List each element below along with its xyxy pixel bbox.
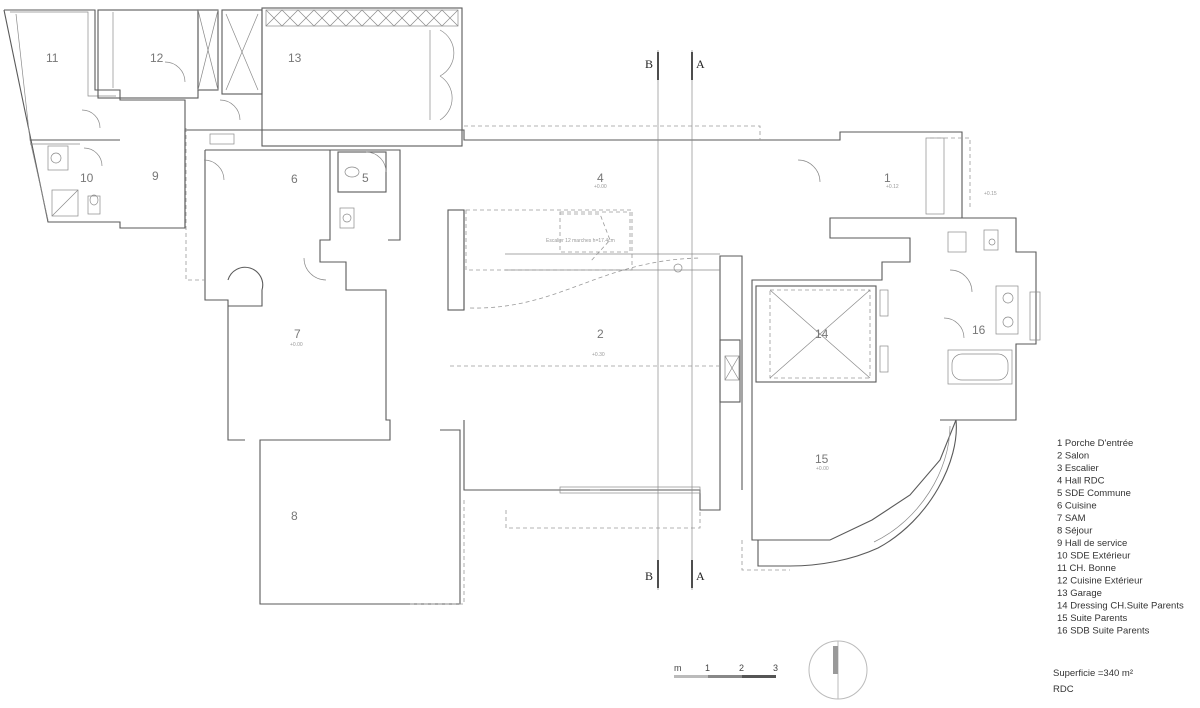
legend-item: 14 Dressing CH.Suite Parents: [1057, 601, 1184, 612]
legend-item: 7 SAM: [1057, 513, 1086, 524]
room-number: 6: [291, 172, 298, 186]
stair-label: Escalier 12 marches h=17.4cm: [546, 238, 615, 244]
legend-item: 2 Salon: [1057, 451, 1089, 462]
legend-item: 5 SDE Commune: [1057, 488, 1131, 499]
dashed-outlines: [185, 125, 971, 605]
stair: [465, 209, 720, 309]
legend-item: 10 SDE Extérieur: [1057, 551, 1130, 562]
section-lines: [657, 50, 693, 590]
room-number: 14: [815, 327, 829, 341]
section-mark-a-bottom: A: [696, 569, 705, 583]
room-number: 10: [80, 171, 94, 185]
scale-tick-3: 3: [773, 663, 778, 673]
scale-bar: [674, 675, 776, 678]
room-number: 5: [362, 171, 369, 185]
legend-item: 13 Garage: [1057, 588, 1102, 599]
room-number: 4: [597, 171, 604, 185]
room-number: 13: [288, 51, 302, 65]
legend-item: 16 SDB Suite Parents: [1057, 626, 1150, 637]
legend-item: 12 Cuisine Extérieur: [1057, 576, 1143, 587]
floor-label: RDC: [1053, 684, 1074, 695]
section-mark-b-top: B: [645, 57, 653, 71]
service-wing-walls: [3, 9, 263, 229]
level-mark: +0.15: [984, 191, 997, 197]
surface-area: Superficie =340 m²: [1053, 668, 1133, 679]
level-mark: +0.00: [290, 342, 303, 348]
legend-item: 1 Porche D'entrée: [1057, 438, 1133, 449]
room-number: 15: [815, 452, 829, 466]
room-number: 9: [152, 169, 159, 183]
level-mark: +0.00: [594, 184, 607, 190]
north-arrow-icon: [808, 640, 868, 700]
legend-item: 9 Hall de service: [1057, 538, 1127, 549]
level-mark: +0.12: [886, 184, 899, 190]
scale-unit: m: [674, 663, 682, 673]
scale-tick-2: 2: [739, 663, 744, 673]
room-number: 8: [291, 509, 298, 523]
legend-item: 11 CH. Bonne: [1057, 563, 1116, 574]
legend-item: 3 Escalier: [1057, 463, 1099, 474]
room-number: 12: [150, 51, 164, 65]
legend-item: 8 Séjour: [1057, 526, 1092, 537]
room-number: 7: [294, 327, 301, 341]
main-house-walls: [184, 129, 1041, 605]
room-number: 11: [46, 51, 59, 65]
legend-item: 6 Cuisine: [1057, 501, 1097, 512]
legend-item: 4 Hall RDC: [1057, 476, 1105, 487]
level-mark: +0.30: [592, 352, 605, 358]
scale-tick-1: 1: [705, 663, 710, 673]
room-number: 16: [972, 323, 986, 337]
section-mark-a-top: A: [696, 57, 705, 71]
level-mark: +0.00: [816, 466, 829, 472]
legend-item: 15 Suite Parents: [1057, 613, 1127, 624]
room-number: 1: [884, 171, 891, 185]
room-number: 2: [597, 327, 604, 341]
section-mark-b-bottom: B: [645, 569, 653, 583]
garage-walls: [261, 7, 463, 147]
